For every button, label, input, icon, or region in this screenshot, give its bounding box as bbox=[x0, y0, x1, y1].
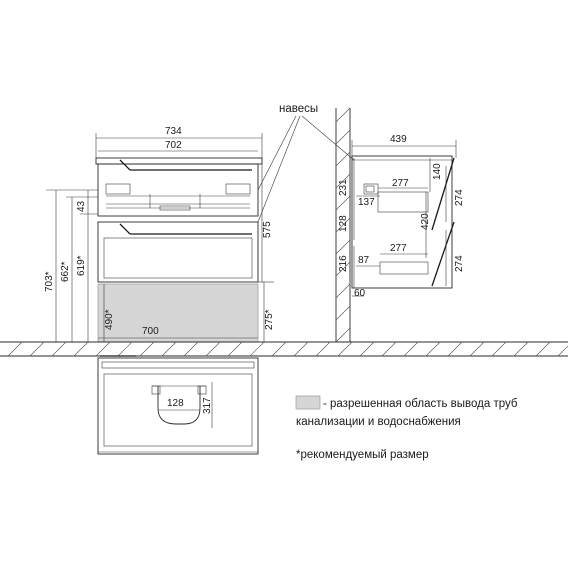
dim-700: 700 bbox=[142, 326, 159, 337]
dim-703: 703* bbox=[44, 271, 55, 292]
legend-line1: - разрешенная область вывода труб bbox=[323, 398, 518, 410]
dim-439: 439 bbox=[390, 134, 407, 145]
dim-216: 216 bbox=[338, 255, 349, 272]
dim-137: 137 bbox=[358, 197, 375, 208]
pipe-zone-front bbox=[97, 283, 259, 343]
dim-662: 662* bbox=[60, 261, 71, 282]
dim-231: 231 bbox=[338, 179, 349, 196]
dim-60: 60 bbox=[354, 288, 366, 299]
dim-420: 420 bbox=[420, 213, 431, 230]
dim-87: 87 bbox=[358, 255, 370, 266]
dim-274-top: 274 bbox=[454, 189, 465, 206]
plan-view: 128 317 bbox=[97, 355, 259, 455]
legend-line2: канализации и водоснабжения bbox=[296, 416, 461, 428]
dim-274-bottom: 274 bbox=[454, 255, 465, 272]
dim-734: 734 bbox=[165, 126, 182, 137]
dim-277-bottom: 277 bbox=[390, 243, 407, 254]
dim-575: 575 bbox=[262, 221, 273, 238]
front-view: 734 702 700 575 275* bbox=[44, 103, 355, 343]
dim-43: 43 bbox=[76, 200, 87, 212]
dim-275: 275* bbox=[264, 309, 275, 330]
dim-619: 619* bbox=[76, 255, 87, 276]
dim-128: 128 bbox=[338, 215, 349, 232]
side-view: 439 277 137 140 420 274 274 231 128 216 … bbox=[335, 107, 465, 343]
legend: - разрешенная область вывода труб канали… bbox=[295, 395, 518, 461]
legend-note: *рекомендуемый размер bbox=[296, 449, 429, 461]
hinges-label: навесы bbox=[279, 103, 318, 115]
dim-490: 490* bbox=[104, 309, 115, 330]
dim-140: 140 bbox=[432, 163, 443, 180]
legend-swatch bbox=[295, 395, 321, 410]
dim-277-top: 277 bbox=[392, 178, 409, 189]
floor bbox=[0, 341, 568, 357]
dim-317: 317 bbox=[202, 397, 213, 414]
dim-702: 702 bbox=[165, 140, 182, 151]
dim-128-plan: 128 bbox=[167, 398, 184, 409]
